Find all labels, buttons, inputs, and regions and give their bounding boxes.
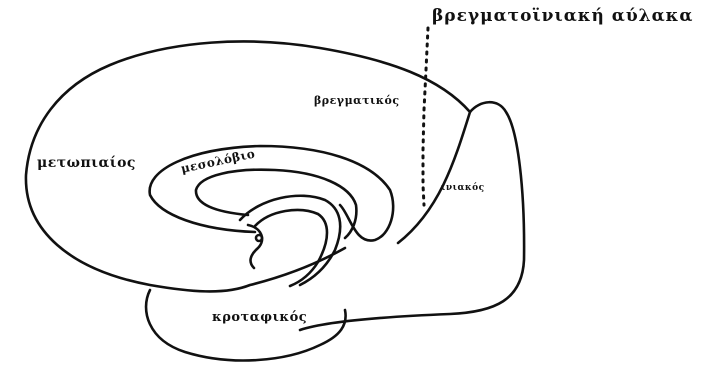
label-temporal-lobe: κροταφικός bbox=[212, 310, 307, 325]
label-occipital-lobe: ινιακός bbox=[441, 183, 485, 193]
sulcus-pointer-line bbox=[423, 28, 428, 205]
pineal-dot bbox=[256, 235, 262, 241]
occipital-lobe-outline bbox=[300, 102, 524, 330]
label-parietal-lobe: βρεγματικός bbox=[314, 94, 400, 107]
label-parieto-occipital-sulcus: βρεγματοϊνιακή αύλακα bbox=[432, 6, 694, 26]
label-frontal-lobe: μετωπιαίος bbox=[37, 155, 136, 171]
